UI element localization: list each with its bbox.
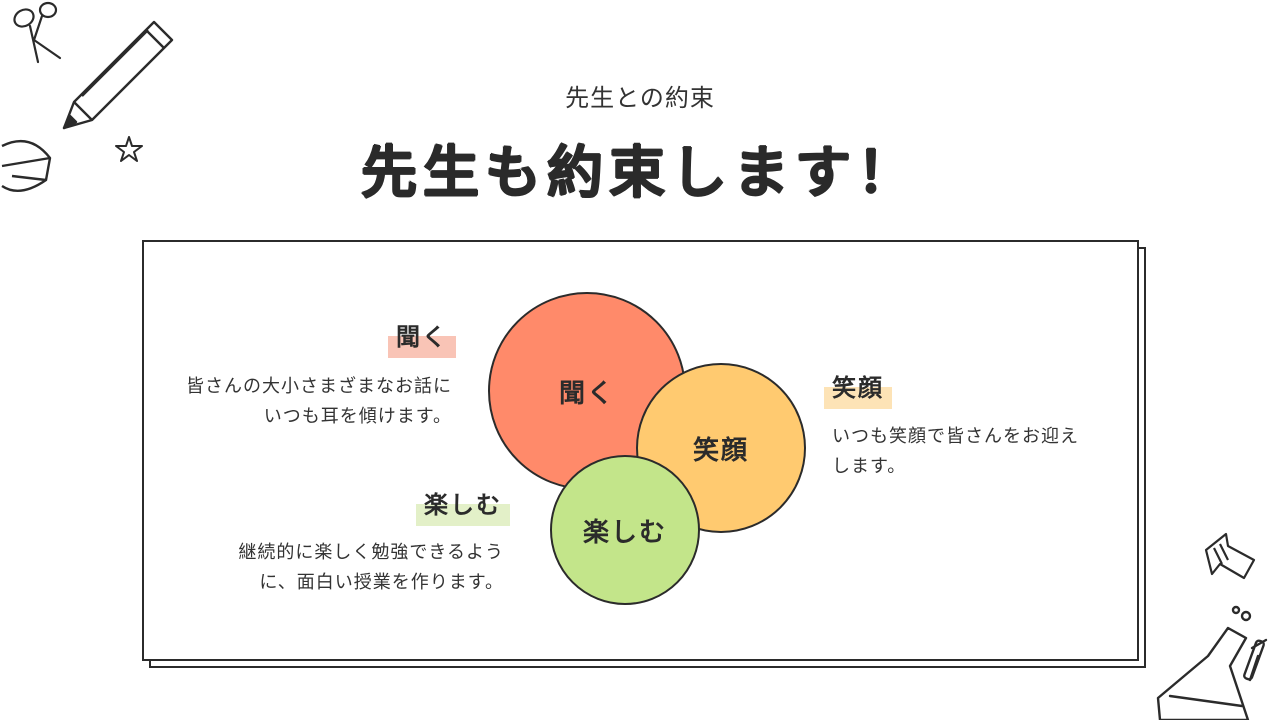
enjoy-heading: 楽しむ <box>416 490 510 526</box>
enjoy-line-2: に、面白い授業を作ります。 <box>259 572 504 593</box>
listen-line-2: いつも耳を傾けます。 <box>263 406 452 427</box>
smile-line-1: いつも笑顔で皆さんをお迎え <box>832 426 1079 447</box>
venn-circle-enjoy: 楽しむ <box>550 455 700 605</box>
arrow-cursor-icon <box>1204 532 1256 580</box>
slide-subtitle: 先生との約束 <box>565 84 715 112</box>
slide-title: 先生も約束します！ <box>361 141 919 206</box>
eraser-icon <box>1 139 52 192</box>
flask-icon <box>1156 605 1268 720</box>
listen-description: 皆さんの大小さまざまなお話に いつも耳を傾けます。 <box>160 372 452 432</box>
listen-line-1: 皆さんの大小さまざまなお話に <box>186 376 452 397</box>
smile-description: いつも笑顔で皆さんをお迎え します。 <box>832 422 1122 482</box>
smile-heading: 笑顔 <box>824 373 892 409</box>
venn-label-listen: 聞く <box>558 378 615 409</box>
star-icon <box>115 136 143 162</box>
listen-heading: 聞く <box>388 322 456 358</box>
pencil-icon <box>62 20 174 130</box>
smile-line-2: します。 <box>832 456 907 477</box>
venn-label-smile: 笑顔 <box>692 435 749 466</box>
venn-label-enjoy: 楽しむ <box>582 517 667 548</box>
enjoy-line-1: 継続的に楽しく勉強できるよう <box>238 542 504 563</box>
scissors-icon <box>13 1 62 64</box>
enjoy-description: 継続的に楽しく勉強できるよう に、面白い授業を作ります。 <box>206 538 504 598</box>
